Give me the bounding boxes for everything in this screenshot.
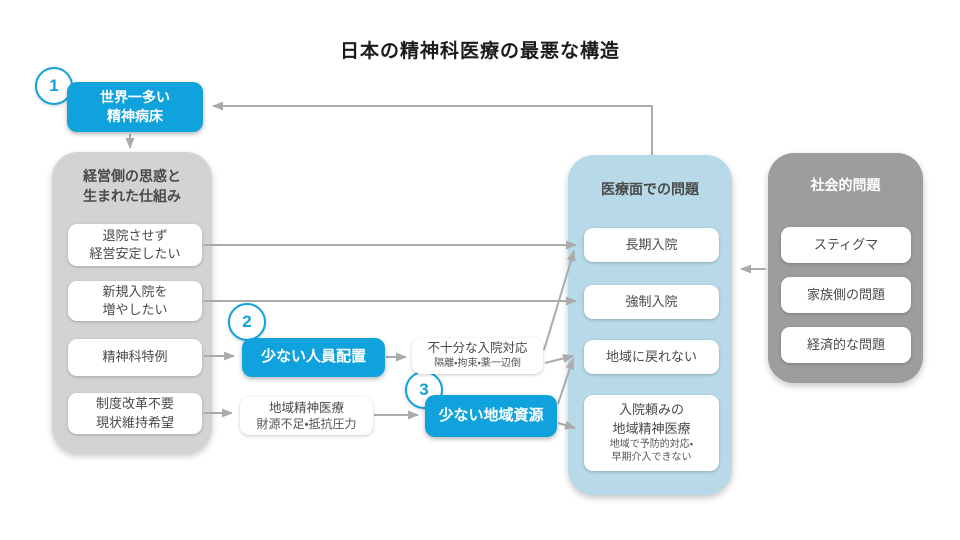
inadequate-inpatient-care-label: 不十分な入院対応 (427, 341, 528, 356)
social-item-family-problems: 家族側の問題 (781, 277, 911, 313)
world-most-psychiatric-beds-box: 世界一多い 精神病床 (67, 82, 203, 132)
step-2-badge: 2 (228, 303, 266, 341)
community-medicine-box: 地域精神医療 財源不足・抵抗圧力 (240, 397, 373, 435)
scarce-community-resources-box: 少ない地域資源 (425, 395, 557, 437)
hospital-reliant-care-label: 入院頼みの 地域精神医療 (612, 402, 691, 436)
medical-item-hospital-reliant-care: 入院頼みの 地域精神医療 地域で予防的対応・ 早期介入できない (584, 395, 719, 471)
low-staffing-box: 少ない人員配置 (242, 338, 385, 377)
community-medicine-sub: 財源不足・抵抗圧力 (256, 417, 357, 432)
medical-item-involuntary-admission: 強制入院 (584, 285, 719, 319)
medical-item-cannot-return-to-community: 地域に戻れない (584, 340, 719, 374)
management-group-title: 経営側の思惑と 生まれた仕組み (83, 168, 181, 205)
management-item-increase-admissions: 新規入院を 増やしたい (68, 281, 202, 321)
medical-problems-title: 医療面での問題 (601, 181, 699, 197)
social-item-stigma: スティグマ (781, 227, 911, 263)
hospital-reliant-care-sub: 地域で予防的対応・ 早期介入できない (609, 438, 694, 464)
community-medicine-label: 地域精神医療 (268, 400, 344, 415)
social-item-economic-problems: 経済的な問題 (781, 327, 911, 363)
medical-item-long-term-hospitalization: 長期入院 (584, 228, 719, 262)
inadequate-inpatient-care-sub: 隔離・拘束・薬一辺倒 (434, 358, 521, 370)
page-title: 日本の精神科医療の最悪な構造 (339, 41, 620, 62)
management-item-avoid-discharge: 退院させず 経営安定したい (68, 224, 202, 266)
inadequate-inpatient-care-box: 不十分な入院対応 隔離・拘束・薬一辺倒 (412, 338, 543, 374)
management-item-psychiatric-exception: 精神科特例 (68, 339, 202, 376)
social-problems-title: 社会的問題 (810, 177, 881, 193)
management-item-status-quo: 制度改革不要 現状維持希望 (68, 393, 202, 434)
